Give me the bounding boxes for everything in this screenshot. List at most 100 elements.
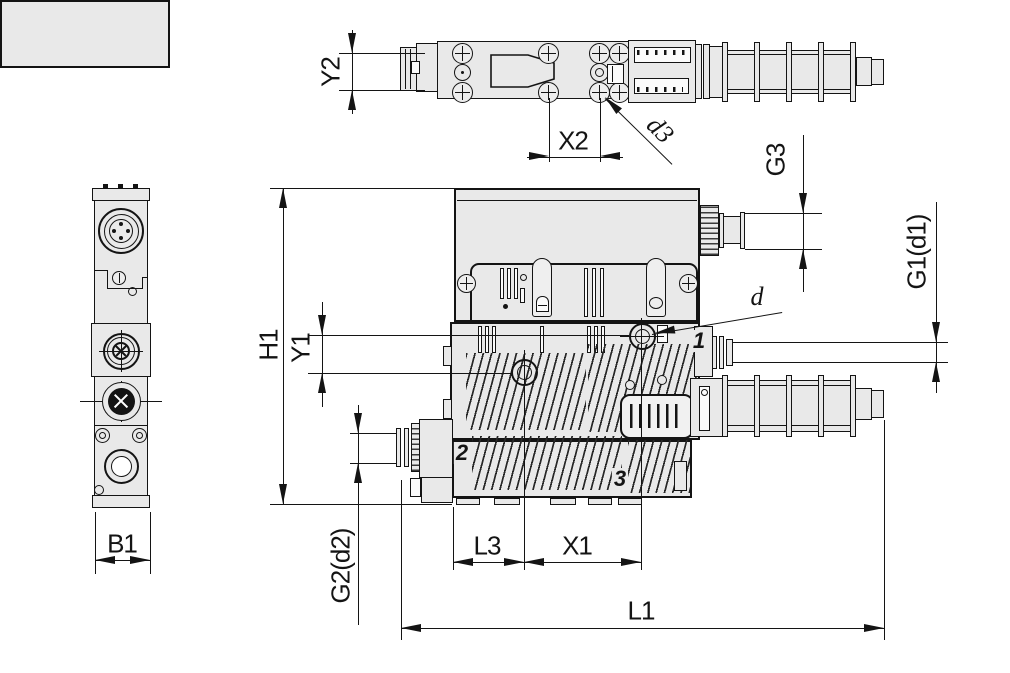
extension-line <box>733 342 948 343</box>
dim-line-g2 <box>358 405 359 625</box>
arrowhead <box>401 624 421 632</box>
vent-slot <box>520 288 525 303</box>
dim-label-l3: L3 <box>473 530 502 561</box>
side-port-ring <box>107 337 135 365</box>
dim-label-d3: d3 <box>640 110 680 150</box>
silencer-endcap <box>855 388 872 420</box>
type-label-marks <box>630 404 684 428</box>
screw-hole <box>511 359 538 386</box>
arrowhead <box>354 463 362 483</box>
dim-line-b1 <box>95 560 150 561</box>
extension-line <box>600 98 601 162</box>
cap-tick <box>133 184 138 188</box>
port-1-fitting-ring <box>712 336 717 369</box>
dim-label-d: d <box>750 282 764 311</box>
dim-label-x1: X1 <box>562 530 593 561</box>
arrowhead <box>504 558 524 566</box>
vent-slat-field <box>472 436 622 490</box>
extension-line <box>308 373 511 374</box>
arrowhead <box>932 362 940 382</box>
mounting-foot <box>456 498 480 505</box>
fitting-knurl-g3 <box>700 205 719 256</box>
mounting-hole <box>95 428 110 443</box>
m12-connector-ring <box>104 214 139 249</box>
dim-label-g1d1: G1(d1) <box>901 214 932 290</box>
exhaust-opening-inner <box>111 456 132 477</box>
extension-line <box>453 507 454 570</box>
arrowhead <box>279 188 287 208</box>
small-hole <box>128 287 137 296</box>
extension-line <box>339 90 425 91</box>
screw-icon <box>457 274 476 293</box>
section-divider <box>94 425 148 427</box>
small-hole <box>657 375 667 385</box>
extension-line <box>270 504 452 505</box>
arrowhead <box>318 373 326 393</box>
vent-slot <box>478 326 482 353</box>
extension-line <box>350 463 397 464</box>
extension-line <box>308 335 629 336</box>
dim-label-y1: Y1 <box>285 333 316 363</box>
extension-line <box>401 480 402 640</box>
port-1-fitting-ring <box>726 339 733 366</box>
silencer-endcap <box>871 390 884 418</box>
dim-label-g3: G3 <box>760 143 791 177</box>
dim-label-l1: L1 <box>627 595 656 626</box>
push-button <box>536 296 549 312</box>
arrowhead <box>130 556 150 564</box>
push-button-oval <box>649 297 663 309</box>
dim-label-x2: X2 <box>558 125 589 156</box>
dim-line-l1 <box>401 628 884 629</box>
silencer-flange <box>722 42 728 102</box>
arrowhead <box>453 558 473 566</box>
button-line <box>538 305 547 306</box>
vent-slot <box>514 268 518 299</box>
arrowhead <box>600 152 620 160</box>
extension-line <box>549 98 550 162</box>
side-view-bottom-cap <box>92 495 150 508</box>
connector-slot-line <box>612 66 613 82</box>
screw-slot <box>119 273 120 283</box>
dim-line-y2 <box>352 30 353 114</box>
side-port-inner <box>112 342 130 360</box>
extension-line <box>150 512 151 574</box>
vent-slot <box>485 326 489 353</box>
silencer-flange <box>818 375 824 437</box>
mount-hole <box>701 389 708 396</box>
silencer-flange <box>722 375 728 437</box>
connector-slot <box>674 461 687 491</box>
silencer-flange <box>754 42 760 102</box>
port-hole-center <box>461 71 464 74</box>
arrowhead <box>932 322 940 342</box>
arrowhead <box>799 249 807 269</box>
screw-icon <box>609 43 630 64</box>
vent-slot <box>500 268 504 299</box>
silencer-endcap <box>856 57 872 86</box>
dim-label-y2: Y2 <box>315 57 346 87</box>
vent-slot <box>507 268 511 299</box>
port-1-fitting-ring <box>719 336 724 369</box>
dim-line-x2 <box>527 157 623 158</box>
pilot-hole-inner <box>595 68 604 77</box>
arrowhead <box>524 558 544 566</box>
vent-slot <box>584 268 588 317</box>
centerline-extension <box>524 350 525 570</box>
port-2-fitting-ring <box>404 428 409 467</box>
notch-line <box>142 277 148 278</box>
valve-cartridge-outline <box>490 54 555 88</box>
connector-pin <box>112 229 116 233</box>
arrowhead <box>799 193 807 213</box>
silencer-flange <box>786 375 792 437</box>
mounting-foot <box>494 498 520 505</box>
extension-line <box>745 213 822 214</box>
port-hole <box>454 64 471 81</box>
panel-dot <box>503 304 508 309</box>
port-2-fitting-body <box>419 419 453 478</box>
notch-line <box>107 270 108 289</box>
arrowhead <box>864 624 884 632</box>
extension-line <box>745 249 822 250</box>
small-hole <box>94 485 104 495</box>
mounting-hole <box>132 428 147 443</box>
port-2-fitting-step <box>421 477 453 503</box>
silencer-joint <box>695 44 702 99</box>
